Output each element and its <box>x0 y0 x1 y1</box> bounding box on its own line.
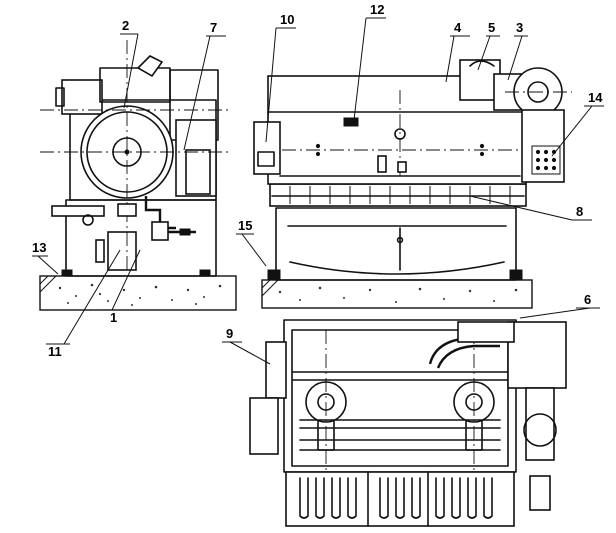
callout-9: 9 <box>226 326 233 341</box>
callout-11: 11 <box>48 344 62 359</box>
nameplate <box>343 117 359 127</box>
callout-7: 7 <box>210 20 217 35</box>
side-view <box>39 40 237 311</box>
callout-3: 3 <box>516 20 523 35</box>
callout-14: 14 <box>588 90 603 105</box>
plan-view <box>249 319 567 527</box>
leader-lines <box>32 17 604 365</box>
callout-13: 13 <box>32 240 46 255</box>
callout-4: 4 <box>454 20 462 35</box>
callout-10: 10 <box>280 12 294 27</box>
blade-beam <box>269 183 527 207</box>
lower-frame <box>275 207 517 281</box>
electric-cabinet <box>107 231 137 271</box>
callout-5: 5 <box>488 20 495 35</box>
callout-12: 12 <box>370 2 384 17</box>
front-foundation <box>261 279 533 309</box>
callout-15: 15 <box>238 218 252 233</box>
callout-labels: 2 7 10 12 4 5 3 14 8 6 9 15 13 11 1 <box>32 2 603 359</box>
pedal-assembly <box>51 205 105 217</box>
side-foundation <box>39 275 237 311</box>
front-view <box>253 59 572 309</box>
left-cylinder <box>265 341 287 399</box>
callout-1: 1 <box>110 310 117 325</box>
side-motor <box>61 79 103 115</box>
callout-2: 2 <box>122 18 129 33</box>
callout-8: 8 <box>576 204 583 219</box>
callout-6: 6 <box>584 292 591 307</box>
drive-block <box>507 321 567 389</box>
